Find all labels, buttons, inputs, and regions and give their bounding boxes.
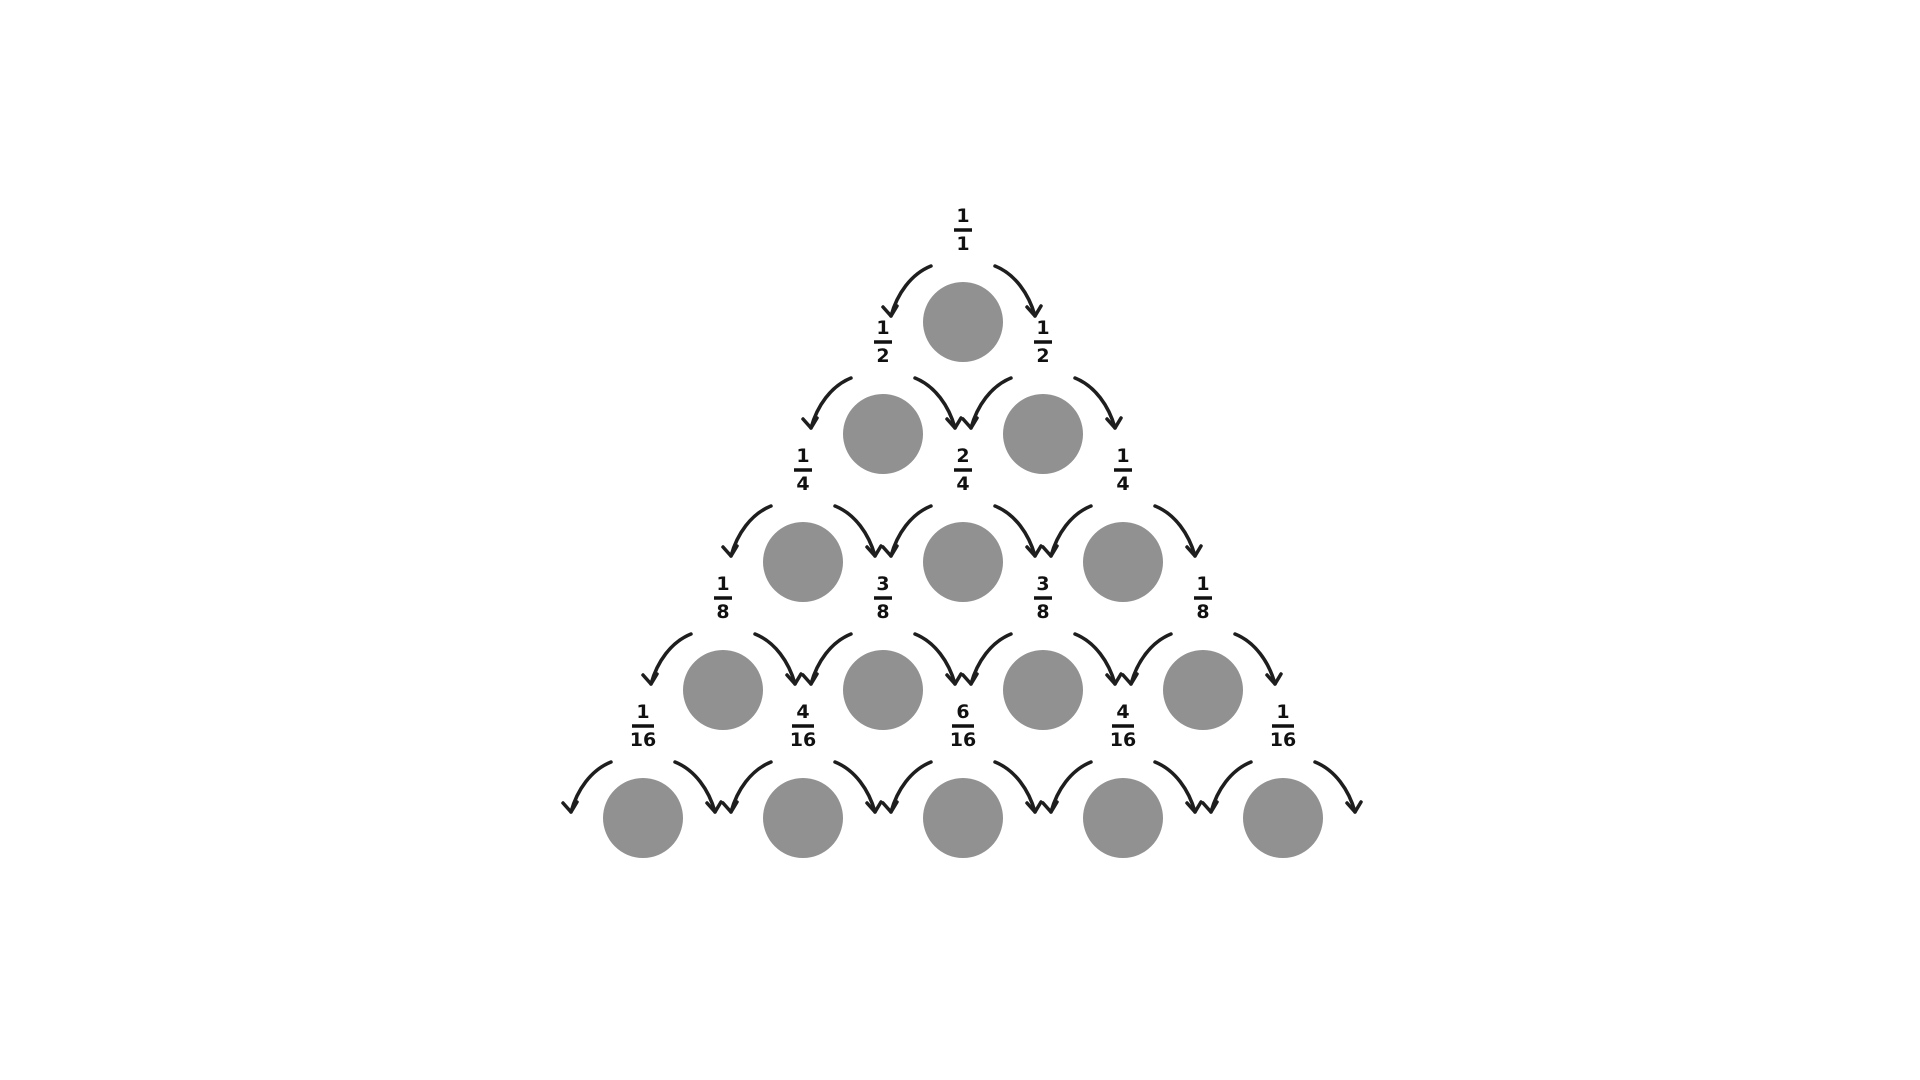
arrow-left-icon: [561, 760, 613, 814]
peg-row3-2: 24: [881, 445, 1043, 602]
peg-row5-5: 116: [1201, 701, 1363, 858]
peg-circle: [603, 778, 683, 858]
peg-row5-3: 616: [881, 701, 1043, 858]
fraction-denominator: 16: [630, 729, 656, 751]
peg-row4-4: 18: [1121, 573, 1283, 730]
fraction-denominator: 8: [1196, 601, 1209, 623]
peg-row5-2: 416: [721, 701, 883, 858]
arrow-left-icon: [801, 376, 853, 430]
fraction-numerator: 3: [876, 573, 889, 595]
fraction-numerator: 1: [1116, 445, 1129, 467]
peg-circle: [843, 394, 923, 474]
peg-circle: [1003, 650, 1083, 730]
peg-circle: [1243, 778, 1323, 858]
fraction-numerator: 1: [636, 701, 649, 723]
fraction-numerator: 1: [1196, 573, 1209, 595]
fraction-numerator: 3: [1036, 573, 1049, 595]
arrow-left-icon: [881, 264, 933, 318]
peg-row3-1: 14: [721, 445, 883, 602]
arrow-left-icon: [1041, 760, 1093, 814]
peg-row3-3: 14: [1041, 445, 1203, 602]
peg-row5-1: 116: [561, 701, 723, 858]
arrow-left-icon: [961, 632, 1013, 686]
arrow-left-icon: [961, 376, 1013, 430]
peg-circle: [763, 778, 843, 858]
arrow-right-icon: [1313, 760, 1363, 814]
fraction-denominator: 16: [1270, 729, 1296, 751]
fraction-denominator: 4: [1116, 473, 1129, 495]
peg-row2-1: 12: [801, 317, 963, 474]
peg-circle: [923, 778, 1003, 858]
fraction-numerator: 1: [716, 573, 729, 595]
peg-row1-1: 11: [881, 205, 1043, 362]
fraction-numerator: 1: [876, 317, 889, 339]
arrow-right-icon: [833, 760, 883, 814]
arrow-left-icon: [1201, 760, 1253, 814]
arrow-right-icon: [913, 376, 963, 430]
arrow-left-icon: [721, 504, 773, 558]
peg-row5-4: 416: [1041, 701, 1203, 858]
fraction-denominator: 8: [1036, 601, 1049, 623]
arrow-left-icon: [881, 504, 933, 558]
fraction-denominator: 4: [796, 473, 809, 495]
peg-circle: [1083, 778, 1163, 858]
arrow-left-icon: [801, 632, 853, 686]
peg-circle: [1083, 522, 1163, 602]
fraction-denominator: 8: [716, 601, 729, 623]
arrow-right-icon: [673, 760, 723, 814]
peg-row4-1: 18: [641, 573, 803, 730]
fraction-denominator: 2: [1036, 345, 1049, 367]
fraction-numerator: 1: [956, 205, 969, 227]
peg-circle: [1163, 650, 1243, 730]
peg-row4-3: 38: [961, 573, 1123, 730]
fraction-denominator: 16: [790, 729, 816, 751]
arrow-right-icon: [1073, 632, 1123, 686]
arrow-right-icon: [1233, 632, 1283, 686]
arrow-left-icon: [641, 632, 693, 686]
peg-circle: [763, 522, 843, 602]
peg-circle: [923, 282, 1003, 362]
fraction-denominator: 16: [950, 729, 976, 751]
peg-circle: [923, 522, 1003, 602]
fraction-numerator: 4: [796, 701, 809, 723]
arrow-right-icon: [1153, 504, 1203, 558]
arrow-right-icon: [993, 760, 1043, 814]
peg-circle: [1003, 394, 1083, 474]
peg-circle: [843, 650, 923, 730]
arrow-left-icon: [1121, 632, 1173, 686]
arrow-left-icon: [721, 760, 773, 814]
peg-row2-2: 12: [961, 317, 1123, 474]
fraction-denominator: 8: [876, 601, 889, 623]
arrow-right-icon: [993, 264, 1043, 318]
fraction-denominator: 4: [956, 473, 969, 495]
peg-row4-2: 38: [801, 573, 963, 730]
fraction-numerator: 1: [1036, 317, 1049, 339]
fraction-numerator: 1: [1276, 701, 1289, 723]
arrow-right-icon: [1153, 760, 1203, 814]
fraction-denominator: 2: [876, 345, 889, 367]
arrow-right-icon: [833, 504, 883, 558]
arrow-left-icon: [881, 760, 933, 814]
arrow-right-icon: [913, 632, 963, 686]
fraction-denominator: 16: [1110, 729, 1136, 751]
arrow-right-icon: [993, 504, 1043, 558]
fraction-numerator: 2: [956, 445, 969, 467]
fraction-numerator: 4: [1116, 701, 1129, 723]
fraction-numerator: 6: [956, 701, 969, 723]
arrow-right-icon: [753, 632, 803, 686]
fraction-numerator: 1: [796, 445, 809, 467]
arrow-left-icon: [1041, 504, 1093, 558]
fraction-denominator: 1: [956, 233, 969, 255]
peg-circle: [683, 650, 763, 730]
arrow-right-icon: [1073, 376, 1123, 430]
